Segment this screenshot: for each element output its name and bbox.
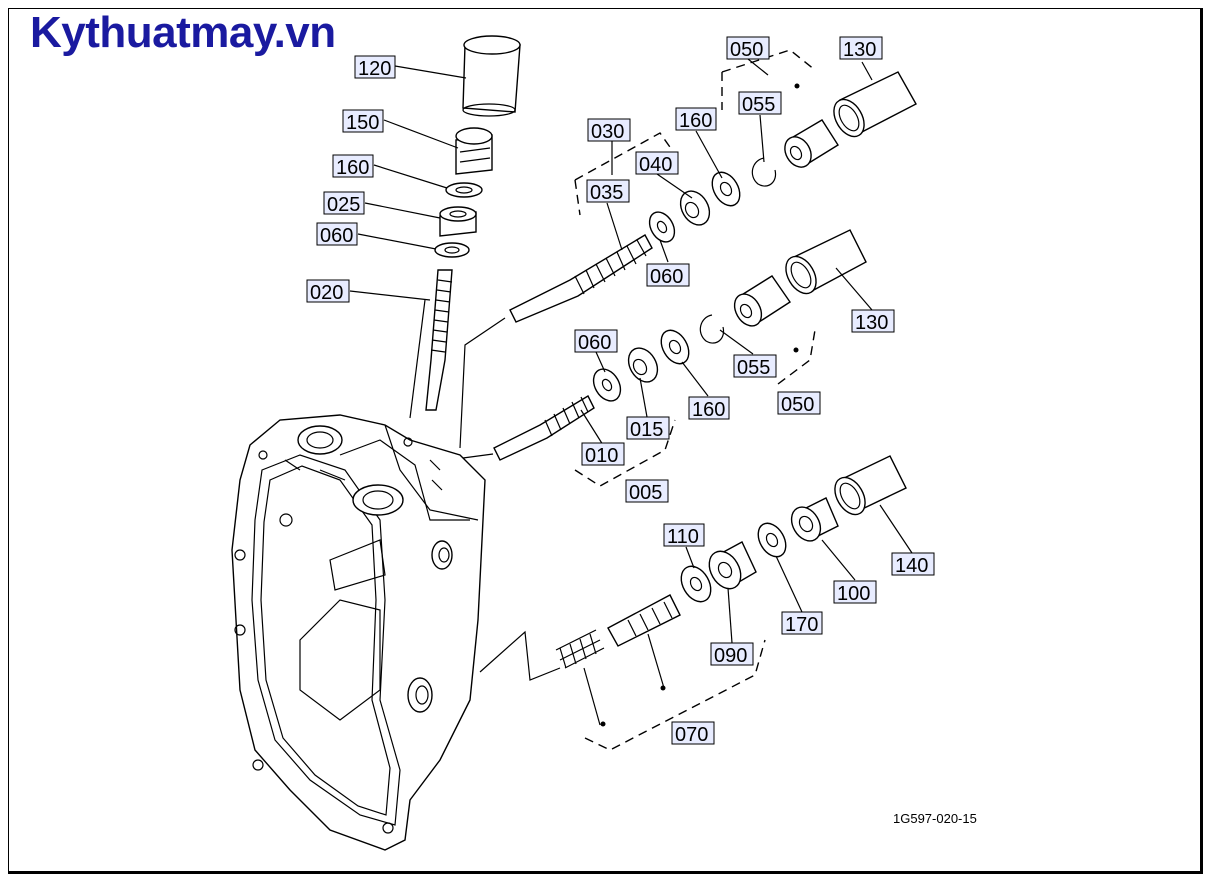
label-055-middle: 055 xyxy=(733,354,777,379)
part-140-sleeve xyxy=(834,455,907,516)
svg-text:005: 005 xyxy=(629,482,662,504)
part-100-nut xyxy=(790,497,839,542)
part-035-spring-rod xyxy=(509,234,653,323)
svg-text:140: 140 xyxy=(895,555,928,577)
svg-text:150: 150 xyxy=(346,112,379,134)
part-060-washer-top xyxy=(434,242,470,258)
label-150: 150 xyxy=(342,109,384,134)
svg-text:060: 060 xyxy=(578,332,611,354)
label-060-upper: 060 xyxy=(646,263,690,288)
part-040-nut xyxy=(679,190,711,226)
svg-text:160: 160 xyxy=(336,157,369,179)
part-015-nut xyxy=(627,347,659,383)
part-160-washer-upper xyxy=(711,171,741,207)
part-170-washer xyxy=(757,522,787,558)
svg-text:050: 050 xyxy=(781,394,814,416)
part-spring-small xyxy=(555,629,605,669)
svg-text:090: 090 xyxy=(714,645,747,667)
group-bracket-005 xyxy=(574,419,676,487)
label-050-upper: 050 xyxy=(726,36,770,61)
part-050-valve-middle xyxy=(733,275,791,327)
svg-text:070: 070 xyxy=(675,724,708,746)
part-160-washer-middle xyxy=(660,329,690,365)
svg-text:130: 130 xyxy=(843,39,876,61)
label-020: 020 xyxy=(306,279,350,304)
group-bracket-070 xyxy=(584,639,766,751)
label-005: 005 xyxy=(625,479,669,504)
label-050-middle: 050 xyxy=(777,391,821,416)
label-170: 170 xyxy=(781,611,823,636)
label-160-upper: 160 xyxy=(675,107,717,132)
part-150-plug xyxy=(455,127,493,175)
part-020-spring-rod xyxy=(425,269,453,411)
label-130-upper: 130 xyxy=(839,36,883,61)
svg-text:035: 035 xyxy=(590,182,623,204)
label-010: 010 xyxy=(581,442,625,467)
svg-text:055: 055 xyxy=(742,94,775,116)
part-055-snap-ring-middle xyxy=(699,314,725,344)
svg-text:025: 025 xyxy=(327,194,360,216)
valve-housing xyxy=(231,414,486,851)
part-010-spring-rod xyxy=(493,395,595,461)
svg-text:060: 060 xyxy=(320,225,353,247)
part-050-valve-upper xyxy=(784,119,839,168)
part-160-washer-top xyxy=(445,182,483,198)
label-110: 110 xyxy=(663,523,705,548)
svg-text:055: 055 xyxy=(737,357,770,379)
drawing-frame xyxy=(8,8,1203,874)
part-055-snap-ring-upper xyxy=(751,157,777,187)
label-060-middle: 060 xyxy=(574,329,618,354)
group-bracket-050-upper xyxy=(721,49,816,73)
site-watermark: Kythuatmay.vn xyxy=(30,8,336,57)
label-130-middle: 130 xyxy=(851,309,895,334)
label-100: 100 xyxy=(833,580,877,605)
label-015: 015 xyxy=(626,416,670,441)
label-060-top: 060 xyxy=(316,222,358,247)
group-bracket-050-middle xyxy=(777,329,816,385)
label-160-top: 160 xyxy=(332,154,374,179)
svg-text:120: 120 xyxy=(358,58,391,80)
svg-text:100: 100 xyxy=(837,583,870,605)
part-120-sleeve xyxy=(462,35,521,117)
part-130-sleeve-middle xyxy=(785,229,867,295)
group-bracket-030 xyxy=(574,132,673,181)
svg-text:160: 160 xyxy=(692,399,725,421)
part-060-washer-middle xyxy=(592,368,622,402)
label-070: 070 xyxy=(671,721,715,746)
part-spring-large xyxy=(607,594,681,647)
part-025-nut xyxy=(439,206,477,237)
part-060-washer-upper xyxy=(648,211,676,243)
part-110-washer xyxy=(680,565,712,603)
label-040: 040 xyxy=(635,151,679,176)
label-140: 140 xyxy=(891,552,935,577)
svg-text:040: 040 xyxy=(639,154,672,176)
svg-text:030: 030 xyxy=(591,121,624,143)
svg-text:130: 130 xyxy=(855,312,888,334)
svg-text:020: 020 xyxy=(310,282,343,304)
label-120: 120 xyxy=(354,55,396,80)
svg-text:050: 050 xyxy=(730,39,763,61)
label-055-upper: 055 xyxy=(738,91,782,116)
label-160-middle: 160 xyxy=(688,396,730,421)
svg-text:110: 110 xyxy=(667,526,699,548)
svg-text:010: 010 xyxy=(585,445,618,467)
part-090-collar xyxy=(708,541,757,590)
part-130-sleeve-upper xyxy=(833,71,917,138)
svg-text:015: 015 xyxy=(630,419,663,441)
drawing-code: 1G597-020-15 xyxy=(893,811,977,826)
svg-text:170: 170 xyxy=(785,614,818,636)
label-025: 025 xyxy=(323,191,365,216)
label-090: 090 xyxy=(710,642,754,667)
svg-text:060: 060 xyxy=(650,266,683,288)
label-030: 030 xyxy=(587,118,631,143)
svg-text:160: 160 xyxy=(679,110,712,132)
label-035: 035 xyxy=(586,179,630,204)
